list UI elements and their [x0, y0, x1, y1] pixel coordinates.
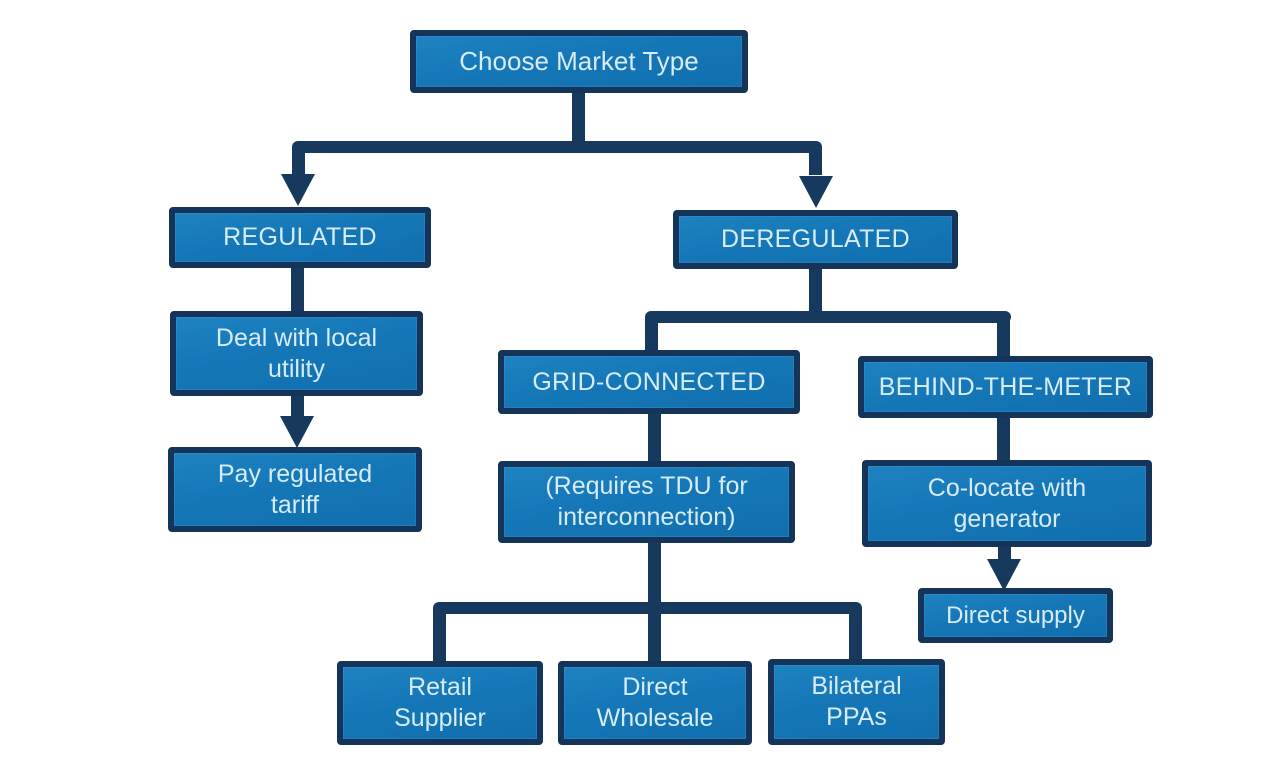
- edge-tdu-retail-line: [433, 608, 446, 664]
- node-label: Co-locate with generator: [927, 473, 1087, 533]
- node-label: BEHIND-THE-METER: [878, 372, 1133, 401]
- edge-regulated-deal-line: [291, 265, 304, 313]
- arrowhead-regulated: [281, 174, 315, 206]
- node-bilateral-ppas: Bilateral PPAs: [768, 659, 945, 745]
- edge-deregulated-btm-line: [997, 317, 1010, 359]
- node-direct-wholesale: Direct Wholesale: [558, 661, 752, 745]
- edge-choose-deregulated-line: [809, 147, 822, 175]
- edge-choose-regulated-line: [292, 147, 305, 175]
- node-label: Direct supply: [946, 601, 1085, 629]
- node-regulated: REGULATED: [169, 207, 431, 268]
- edge-deregulated-split-horizontal: [645, 311, 1011, 323]
- edge-deregulated-stem: [809, 267, 822, 317]
- node-label: Retail Supplier: [394, 673, 486, 732]
- edge-tdu-wholesale-line: [648, 608, 661, 664]
- node-grid-connected: GRID-CONNECTED: [498, 350, 800, 414]
- arrowhead-pay-regulated-tariff: [280, 416, 314, 448]
- edge-deregulated-grid-line: [645, 317, 658, 353]
- node-label: GRID-CONNECTED: [532, 367, 766, 396]
- node-retail-supplier: Retail Supplier: [337, 661, 543, 745]
- node-requires-tdu: (Requires TDU for interconnection): [498, 461, 795, 543]
- edge-btm-colocate-line: [997, 415, 1010, 463]
- node-label: Pay regulated tariff: [217, 459, 373, 519]
- arrowhead-deregulated: [799, 176, 833, 208]
- node-label: Deal with local utility: [215, 323, 378, 383]
- node-co-locate-with-generator: Co-locate with generator: [862, 460, 1152, 547]
- node-deal-with-local-utility: Deal with local utility: [170, 311, 423, 396]
- node-direct-supply: Direct supply: [918, 588, 1113, 643]
- node-label: Direct Wholesale: [596, 673, 714, 732]
- node-label: (Requires TDU for interconnection): [545, 472, 748, 531]
- node-pay-regulated-tariff: Pay regulated tariff: [168, 447, 422, 532]
- node-deregulated: DEREGULATED: [673, 210, 958, 269]
- edge-tdu-stem: [648, 540, 661, 606]
- arrowhead-direct-supply: [987, 559, 1021, 591]
- node-label: Bilateral PPAs: [811, 672, 902, 731]
- edge-grid-tdu-line: [648, 411, 661, 464]
- edge-tdu-split-horizontal: [433, 602, 862, 614]
- node-choose-market-type: Choose Market Type: [410, 30, 748, 93]
- edge-choose-stem: [572, 91, 585, 147]
- node-label: DEREGULATED: [721, 225, 910, 253]
- edge-tdu-bilateral-line: [849, 608, 862, 662]
- node-label: Choose Market Type: [459, 46, 699, 77]
- node-label: REGULATED: [223, 223, 377, 251]
- edge-top-split-horizontal: [292, 141, 822, 153]
- node-behind-the-meter: BEHIND-THE-METER: [858, 356, 1153, 418]
- edge-deal-pay-line: [291, 394, 304, 419]
